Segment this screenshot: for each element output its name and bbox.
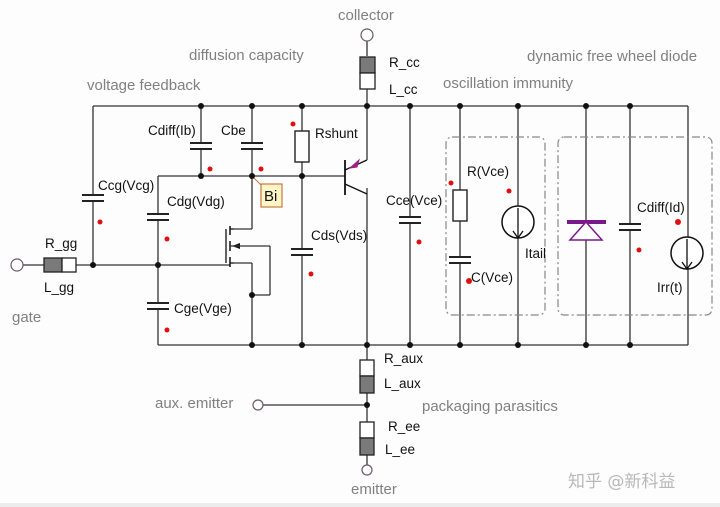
emitter-label: emitter bbox=[351, 481, 397, 498]
free-wheel-diode-box bbox=[557, 136, 713, 316]
capacitor-cdiff-id bbox=[619, 223, 641, 231]
capacitor-ccg bbox=[82, 194, 104, 202]
voltage-feedback-label: voltage feedback bbox=[87, 77, 201, 94]
l-aux-label: L_aux bbox=[384, 376, 421, 391]
capacitor-cge bbox=[147, 302, 169, 310]
capacitor-cdg bbox=[147, 213, 169, 221]
current-source-itail bbox=[501, 205, 535, 240]
cdg-label: Cdg(Vdg) bbox=[167, 194, 225, 209]
ree-lee-element bbox=[359, 421, 375, 456]
diffusion-capacity-label: diffusion capacity bbox=[189, 47, 304, 64]
gate-terminal[interactable] bbox=[10, 258, 24, 272]
ccg-label: Ccg(Vcg) bbox=[98, 178, 154, 193]
rshunt-label: Rshunt bbox=[315, 126, 358, 141]
resistor-r-vce bbox=[452, 189, 468, 222]
raux-laux-element bbox=[359, 359, 375, 394]
oscillation-immunity-label: oscillation immunity bbox=[443, 75, 574, 92]
itail-label: Itail bbox=[525, 246, 546, 261]
bi-node-tag bbox=[253, 177, 283, 208]
dynamic-free-wheel-diode-label: dynamic free wheel diode bbox=[527, 48, 697, 65]
aux-emitter-terminal[interactable] bbox=[252, 399, 264, 411]
oscillation-immunity-box bbox=[445, 136, 546, 316]
cdiff-id-label: Cdiff(Id) bbox=[637, 200, 685, 215]
bi-label: Bi bbox=[264, 188, 277, 205]
current-source-irr bbox=[670, 236, 704, 271]
free-wheel-diode-symbol bbox=[567, 220, 606, 241]
r-aux-label: R_aux bbox=[384, 351, 423, 366]
cge-label: Cge(Vge) bbox=[174, 301, 232, 316]
l-cc-label: L_cc bbox=[389, 82, 418, 97]
wires bbox=[22, 35, 689, 465]
capacitor-cbe bbox=[241, 142, 263, 150]
l-gg-label: L_gg bbox=[44, 280, 74, 295]
emitter-terminal[interactable] bbox=[361, 464, 373, 476]
irr-label: Irr(t) bbox=[657, 280, 682, 295]
aux-emitter-label: aux. emitter bbox=[155, 395, 233, 412]
r-ee-label: R_ee bbox=[388, 419, 420, 434]
r-vce-label: R(Vce) bbox=[467, 164, 509, 179]
resistor-rshunt bbox=[294, 130, 310, 163]
bottom-edge bbox=[0, 503, 720, 507]
packaging-parasitics-label: packaging parasitics bbox=[422, 398, 558, 415]
cds-label: Cds(Vds) bbox=[311, 228, 367, 243]
collector-terminal[interactable] bbox=[360, 28, 374, 42]
cdiff-ib-label: Cdiff(Ib) bbox=[148, 123, 196, 138]
bjt-transistor-symbol bbox=[344, 158, 368, 195]
junction-nodes bbox=[90, 103, 633, 408]
cbe-label: Cbe bbox=[221, 123, 246, 138]
cce-label: Cce(Vce) bbox=[386, 193, 442, 208]
c-vce-label: C(Vce) bbox=[471, 270, 513, 285]
capacitor-cds bbox=[291, 248, 313, 256]
r-cc-label: R_cc bbox=[389, 55, 420, 70]
l-ee-label: L_ee bbox=[385, 442, 415, 457]
collector-label: collector bbox=[338, 7, 394, 24]
watermark: 知乎 @新科益 bbox=[568, 472, 675, 492]
capacitor-cce bbox=[399, 216, 421, 224]
r-gg-label: R_gg bbox=[45, 236, 77, 251]
capacitor-c-vce bbox=[449, 256, 471, 264]
rgg-lgg-element bbox=[43, 257, 77, 273]
polarity-markers bbox=[97, 121, 681, 333]
capacitor-cdiff-ib bbox=[190, 142, 212, 150]
rcc-lcc-element bbox=[359, 56, 376, 90]
gate-label: gate bbox=[12, 309, 41, 326]
